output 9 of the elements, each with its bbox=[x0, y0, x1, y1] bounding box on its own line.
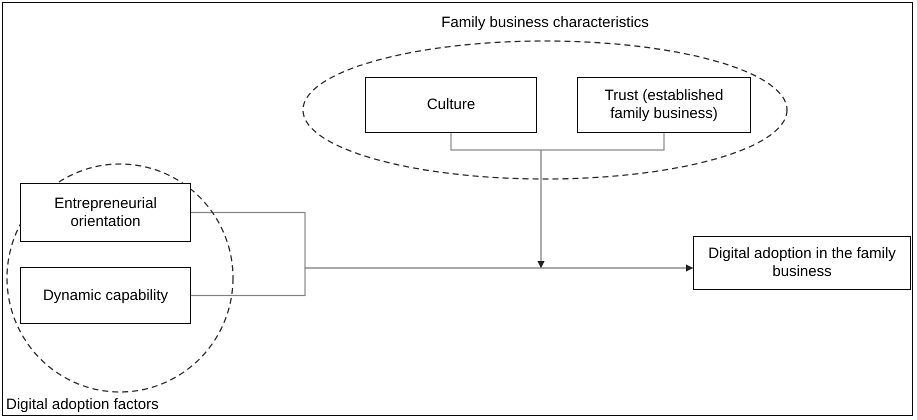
factor-box: Culture bbox=[365, 77, 537, 133]
group-heading: Family business characteristics bbox=[440, 14, 650, 31]
factor-box: Trust (established family business) bbox=[577, 77, 751, 133]
factor-box: Dynamic capability bbox=[20, 267, 191, 324]
group-heading: Digital adoption factors bbox=[6, 396, 159, 413]
factor-box: Digital adoption in the family business bbox=[693, 236, 911, 290]
connector-arrow bbox=[538, 133, 665, 268]
connector-arrow bbox=[191, 264, 693, 296]
factor-box: Entrepreneurial orientation bbox=[20, 183, 191, 242]
